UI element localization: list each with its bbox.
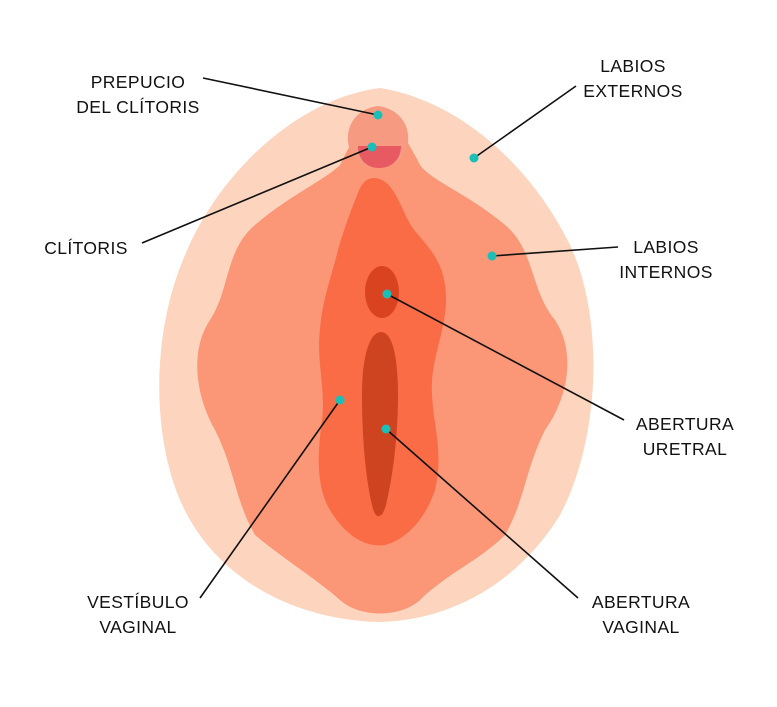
label-vaginal-vestibule-line1: VESTÍBULO — [87, 592, 189, 612]
label-clitoral-hood-line1: PREPUCIO — [91, 72, 186, 92]
marker-inner-labia — [487, 251, 497, 261]
marker-vaginal-opening — [381, 424, 391, 434]
marker-clitoral-hood — [373, 110, 383, 120]
label-outer-labia-line1: LABIOS — [600, 56, 666, 76]
label-vaginal-opening-line1: ABERTURA — [592, 592, 690, 612]
leader-line-vaginal-opening — [385, 428, 579, 599]
label-inner-labia-line1: LABIOS — [633, 237, 699, 257]
label-inner-labia-line2: INTERNOS — [619, 262, 713, 282]
label-vaginal-opening-line2: VAGINAL — [602, 617, 679, 637]
leader-line-urethral-opening — [386, 293, 625, 421]
marker-vaginal-vestibule — [335, 395, 345, 405]
marker-urethral-opening — [382, 289, 392, 299]
leader-line-clitoral-hood — [202, 77, 379, 116]
leader-line-inner-labia — [491, 246, 619, 257]
leader-line-clitoris — [141, 146, 373, 244]
urethral-opening-shape — [365, 266, 399, 318]
label-vaginal-vestibule-line2: VAGINAL — [99, 617, 176, 637]
marker-clitoris — [367, 142, 377, 152]
label-clitoral-hood-line2: DEL CLÍTORIS — [76, 97, 199, 117]
vaginal-opening-shape — [362, 332, 398, 517]
leader-line-vaginal-vestibule — [199, 399, 341, 599]
clitoris-shape — [358, 146, 401, 168]
marker-outer-labia — [469, 153, 479, 163]
label-urethral-opening-line1: ABERTURA — [636, 414, 734, 434]
label-outer-labia-line2: EXTERNOS — [583, 81, 682, 101]
label-clitoris: CLÍTORIS — [44, 238, 128, 258]
label-urethral-opening-line2: URETRAL — [643, 439, 727, 459]
leader-line-outer-labia — [473, 85, 577, 159]
